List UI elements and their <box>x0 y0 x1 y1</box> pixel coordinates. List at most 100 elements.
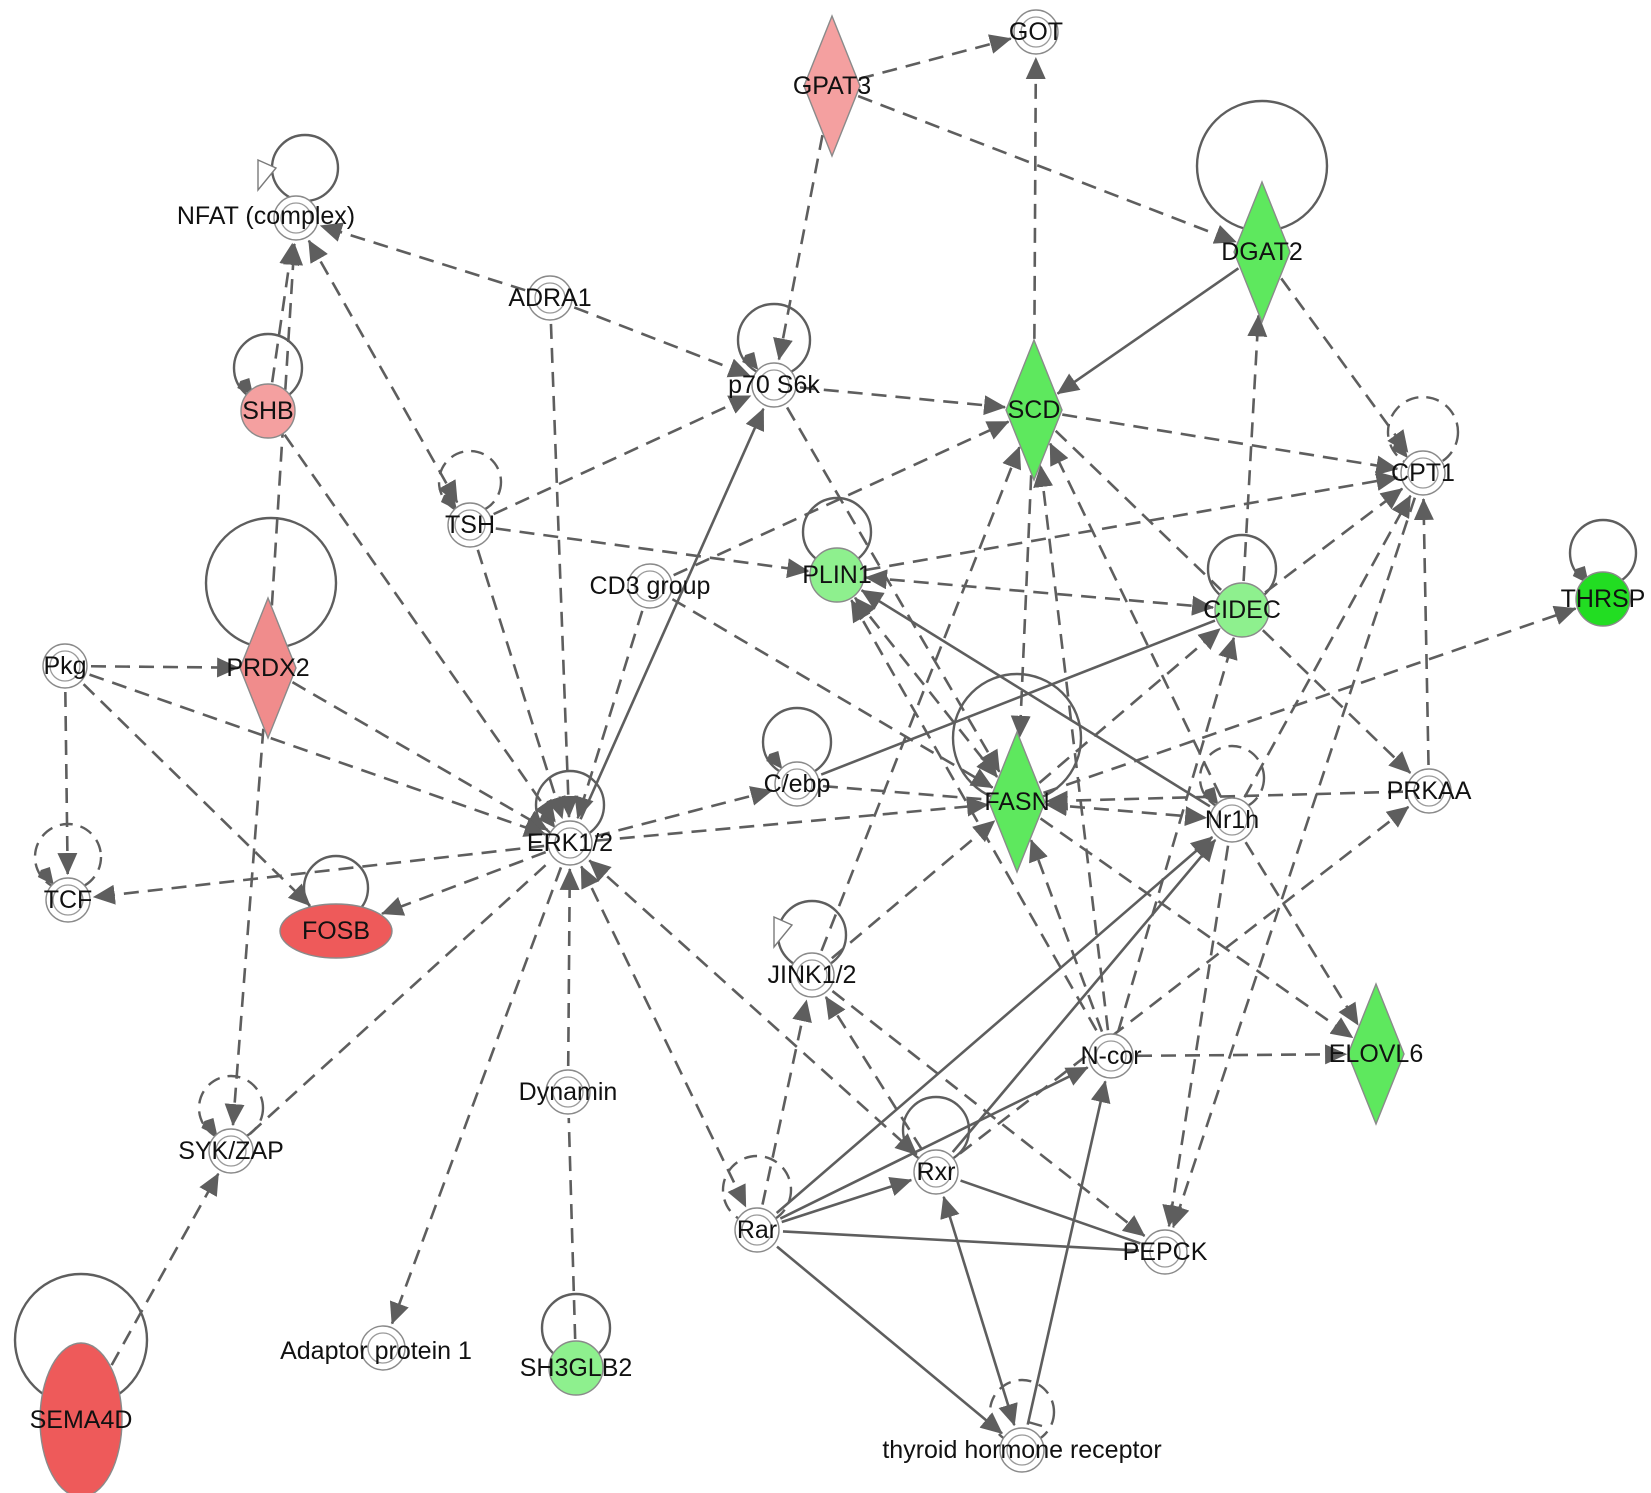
node-SYK[interactable]: SYK/ZAP <box>178 1128 284 1174</box>
edge-DGAT2-to-CPT1 <box>1280 277 1409 453</box>
node-THR[interactable]: thyroid hormone receptor <box>882 1427 1162 1473</box>
node-PRKAA[interactable]: PRKAA <box>1387 768 1472 814</box>
edge-Rar-to-PEPCK <box>782 1230 1140 1252</box>
edge-ERK-to-Rxr <box>588 859 918 1156</box>
node-GPAT3[interactable]: GPAT3 <box>793 14 871 158</box>
node-PRDX2[interactable]: PRDX2 <box>226 596 310 740</box>
node-NFAT[interactable]: NFAT (complex) <box>177 195 355 241</box>
edge-CIDEC-to-Cebp <box>820 619 1216 776</box>
edge-NFAT-to-TSH <box>307 239 459 504</box>
edge-FASN-to-ELOVL6 <box>1039 817 1354 1039</box>
edge-Rar-to-Rxr <box>781 1176 913 1224</box>
node-label-AP1: Adaptor protein 1 <box>280 1337 472 1365</box>
node-DGAT2[interactable]: DGAT2 <box>1221 180 1303 324</box>
node-label-ADRA1: ADRA1 <box>508 284 591 312</box>
node-TCF[interactable]: TCF <box>44 877 93 923</box>
node-label-TSH: TSH <box>445 511 495 539</box>
node-inner-ring-Rar <box>741 1214 773 1246</box>
node-ERK[interactable]: ERK1/2 <box>527 820 613 866</box>
node-inner-ring-ERK <box>554 827 586 859</box>
node-inner-ring-p70S6k <box>758 369 790 401</box>
edge-Rxr-to-JNK <box>824 996 924 1151</box>
node-Cebp[interactable]: C/ebp <box>764 761 831 807</box>
node-JNK[interactable]: JINK1/2 <box>768 952 857 998</box>
node-CIDEC[interactable]: CIDEC <box>1203 582 1281 638</box>
node-AP1[interactable]: Adaptor protein 1 <box>280 1325 472 1371</box>
edge-CIDEC-to-DGAT2 <box>1242 314 1268 582</box>
node-inner-ring-PRKAA <box>1413 775 1445 807</box>
edge-Nr1h-to-SCD <box>1049 442 1222 798</box>
edge-FASN-to-CIDEC <box>1038 627 1221 784</box>
edge-Ncor-to-SCD <box>1033 464 1110 1031</box>
node-label-ELOVL6: ELOVL6 <box>1329 1040 1424 1068</box>
node-label-DGAT2: DGAT2 <box>1221 238 1303 266</box>
node-ADRA1[interactable]: ADRA1 <box>508 275 592 321</box>
node-shape-SCD <box>1005 338 1063 482</box>
node-FASN[interactable]: FASN <box>984 730 1050 874</box>
node-inner-ring-NFAT <box>280 202 312 234</box>
edge-SCD-to-CPT1 <box>1062 413 1399 476</box>
node-inner-ring-TCF <box>52 884 84 916</box>
node-CPT1[interactable]: CPT1 <box>1391 450 1455 496</box>
edge-PLIN1-to-Nr1h <box>860 589 1211 808</box>
node-inner-ring-THR <box>1006 1434 1038 1466</box>
node-label-JNK: JINK1/2 <box>768 961 857 989</box>
node-CD3[interactable]: CD3 group <box>590 563 711 609</box>
node-SCD[interactable]: SCD <box>1005 338 1063 482</box>
node-inner-ring-Pkg <box>49 650 81 682</box>
node-label-Rar: Rar <box>737 1216 777 1244</box>
node-TSH[interactable]: TSH <box>445 502 495 548</box>
node-inner-ring-Rxr <box>920 1156 952 1188</box>
edge-PRKAA-to-CPT1 <box>1413 497 1434 766</box>
edge-JNK-to-PEPCK <box>831 990 1146 1237</box>
node-shape-FOSB <box>279 903 393 959</box>
node-inner-ring-Nr1h <box>1216 804 1248 836</box>
node-SEMA4D[interactable]: SEMA4D <box>30 1342 133 1493</box>
edge-FASN-to-THRSP <box>1043 605 1577 795</box>
edge-p70S6k-to-SCD <box>799 386 1007 416</box>
edge-Nr1h-to-ELOVL6 <box>1244 841 1360 1026</box>
node-Rxr[interactable]: Rxr <box>913 1149 959 1195</box>
node-FOSB[interactable]: FOSB <box>279 903 393 959</box>
node-label-SH3GLB2: SH3GLB2 <box>520 1354 633 1382</box>
node-label-CIDEC: CIDEC <box>1203 596 1281 624</box>
edge-SH3GLB2-to-Dynamin <box>567 1117 577 1340</box>
self-loop-open-arrowhead-NFAT <box>257 158 278 192</box>
node-Rar[interactable]: Rar <box>734 1207 780 1253</box>
node-THRSP[interactable]: THRSP <box>1561 571 1646 627</box>
node-label-Nr1h: Nr1h <box>1205 806 1259 834</box>
node-SHB[interactable]: SHB <box>240 383 296 439</box>
node-ELOVL6[interactable]: ELOVL6 <box>1329 982 1424 1126</box>
node-inner-ring-AP1 <box>367 1332 399 1364</box>
node-label-Pkg: Pkg <box>43 652 86 680</box>
edge-SEMA4D-to-SYK <box>110 1172 220 1366</box>
node-Dynamin[interactable]: Dynamin <box>519 1069 618 1115</box>
edge-PLIN1-to-CPT1 <box>865 471 1399 572</box>
node-Nr1h[interactable]: Nr1h <box>1205 797 1259 843</box>
edge-Dynamin-to-ERK <box>559 867 580 1067</box>
node-inner-ring-TSH <box>454 509 486 541</box>
edge-ERK-to-TCF <box>92 844 545 905</box>
edge-Ncor-to-CIDEC <box>1117 636 1238 1032</box>
edge-Rxr-to-THR <box>940 1195 1018 1427</box>
edges-layer <box>57 34 1577 1435</box>
node-Pkg[interactable]: Pkg <box>42 643 88 689</box>
node-inner-ring-Cebp <box>781 768 813 800</box>
edge-PRKAA-to-FASN <box>1045 790 1404 811</box>
node-Ncor[interactable]: N-cor <box>1080 1033 1142 1079</box>
node-label-THRSP: THRSP <box>1561 585 1646 613</box>
edge-Nr1h-to-PEPCK <box>1162 845 1230 1228</box>
node-GOT[interactable]: GOT <box>1009 9 1063 55</box>
node-PEPCK[interactable]: PEPCK <box>1123 1229 1208 1275</box>
node-SH3GLB2[interactable]: SH3GLB2 <box>520 1340 633 1396</box>
edge-Pkg-to-ERK <box>89 673 547 837</box>
edge-ERK-to-Cebp <box>594 786 773 838</box>
node-PLIN1[interactable]: PLIN1 <box>802 547 872 603</box>
node-label-NFAT: NFAT (complex) <box>177 202 355 230</box>
node-label-THR: thyroid hormone receptor <box>882 1436 1161 1464</box>
edge-Pkg-to-TCF <box>57 691 78 876</box>
node-p70S6k[interactable]: p70 S6k <box>728 362 820 408</box>
edge-CD3-to-SCD <box>673 420 1010 577</box>
node-inner-ring-JNK <box>796 959 828 991</box>
